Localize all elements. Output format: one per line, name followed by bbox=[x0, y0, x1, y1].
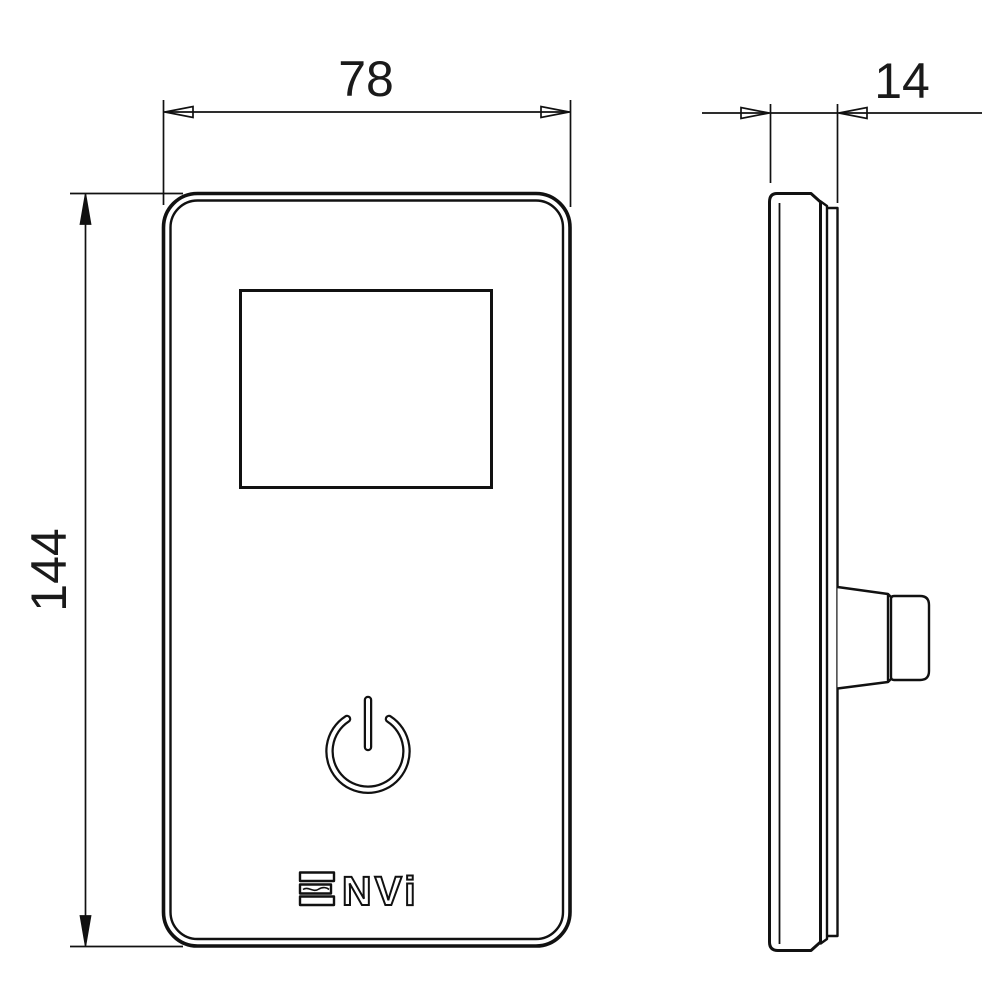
dimension-width-value: 78 bbox=[338, 51, 394, 107]
height-arrow-bottom bbox=[79, 915, 92, 946]
envi-logo: NVi bbox=[298, 867, 419, 915]
depth-arrow-left bbox=[740, 106, 770, 120]
envi-logo-e-wave bbox=[302, 886, 330, 892]
side-knob-cap bbox=[889, 594, 931, 682]
envi-logo-text: NVi bbox=[342, 868, 419, 914]
display-screen bbox=[239, 289, 493, 489]
dimension-height-value: 144 bbox=[21, 528, 77, 611]
side-view bbox=[768, 192, 931, 952]
front-inner-outline bbox=[169, 199, 565, 941]
side-knob-step-top bbox=[887, 593, 892, 598]
envi-logo-e-bar-top bbox=[298, 871, 336, 883]
height-arrow-top bbox=[79, 194, 92, 225]
dimension-width bbox=[162, 100, 572, 207]
power-icon bbox=[325, 695, 411, 794]
side-knob-step-bottom bbox=[887, 678, 892, 683]
front-view: NVi bbox=[161, 191, 572, 948]
width-arrow-right bbox=[540, 105, 570, 119]
side-body-outline bbox=[768, 192, 822, 952]
envi-logo-e-bar-middle bbox=[298, 883, 333, 895]
side-knob-base bbox=[837, 585, 890, 690]
depth-arrow-right bbox=[838, 106, 868, 120]
dimension-height bbox=[70, 192, 183, 948]
dimension-depth-value: 14 bbox=[874, 53, 930, 109]
width-arrow-left bbox=[164, 105, 194, 119]
envi-logo-e-bar-bottom bbox=[298, 895, 336, 907]
side-back-plate bbox=[827, 206, 839, 938]
dimension-depth bbox=[702, 104, 982, 203]
envi-logo-e bbox=[298, 871, 336, 907]
